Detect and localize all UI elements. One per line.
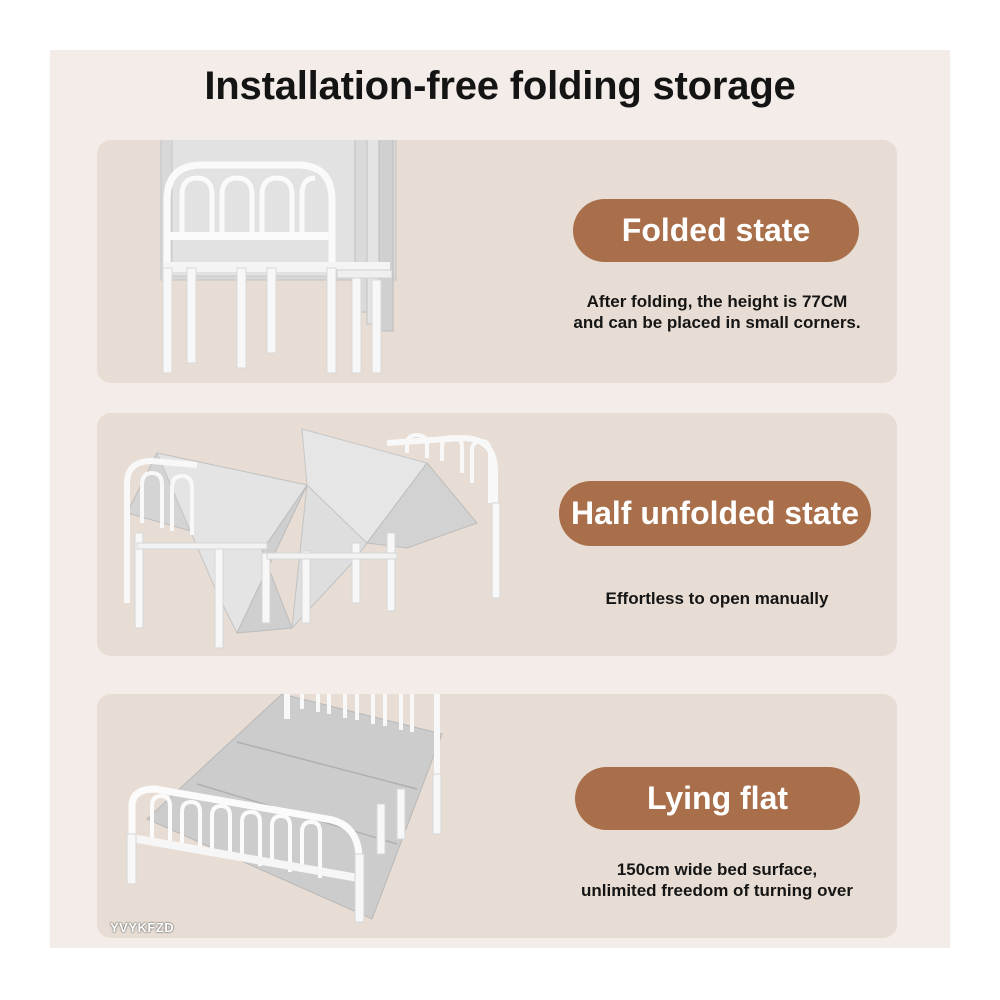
state-label-lying-flat: Lying flat [575,767,860,830]
description-lying-flat: 150cm wide bed surface, unlimited freedo… [527,859,907,901]
description-line: Effortless to open manually [605,589,829,608]
page-title: Installation-free folding storage [204,64,796,108]
state-label-folded: Folded state [573,199,859,262]
description-folded: After folding, the height is 77CM and ca… [527,291,907,333]
panel-half-unfolded: Half unfolded state Effortless to open m… [97,413,897,656]
description-line: and can be placed in small corners. [573,313,861,332]
folded-bed-illustration [160,140,397,374]
half-unfolded-bed-illustration [124,428,501,649]
state-label-half-unfolded: Half unfolded state [559,481,871,546]
description-line: unlimited freedom of turning over [580,881,853,900]
description-line: 150cm wide bed surface, [616,860,818,879]
brand-watermark: YVYKFZD [110,920,175,935]
description-half-unfolded: Effortless to open manually [527,588,907,609]
flat-bed-illustration [126,694,443,923]
panel-lying-flat: Lying flat 150cm wide bed surface, unlim… [97,694,897,938]
panel-folded: Folded state After folding, the height i… [97,140,897,383]
description-line: After folding, the height is 77CM [586,292,848,311]
